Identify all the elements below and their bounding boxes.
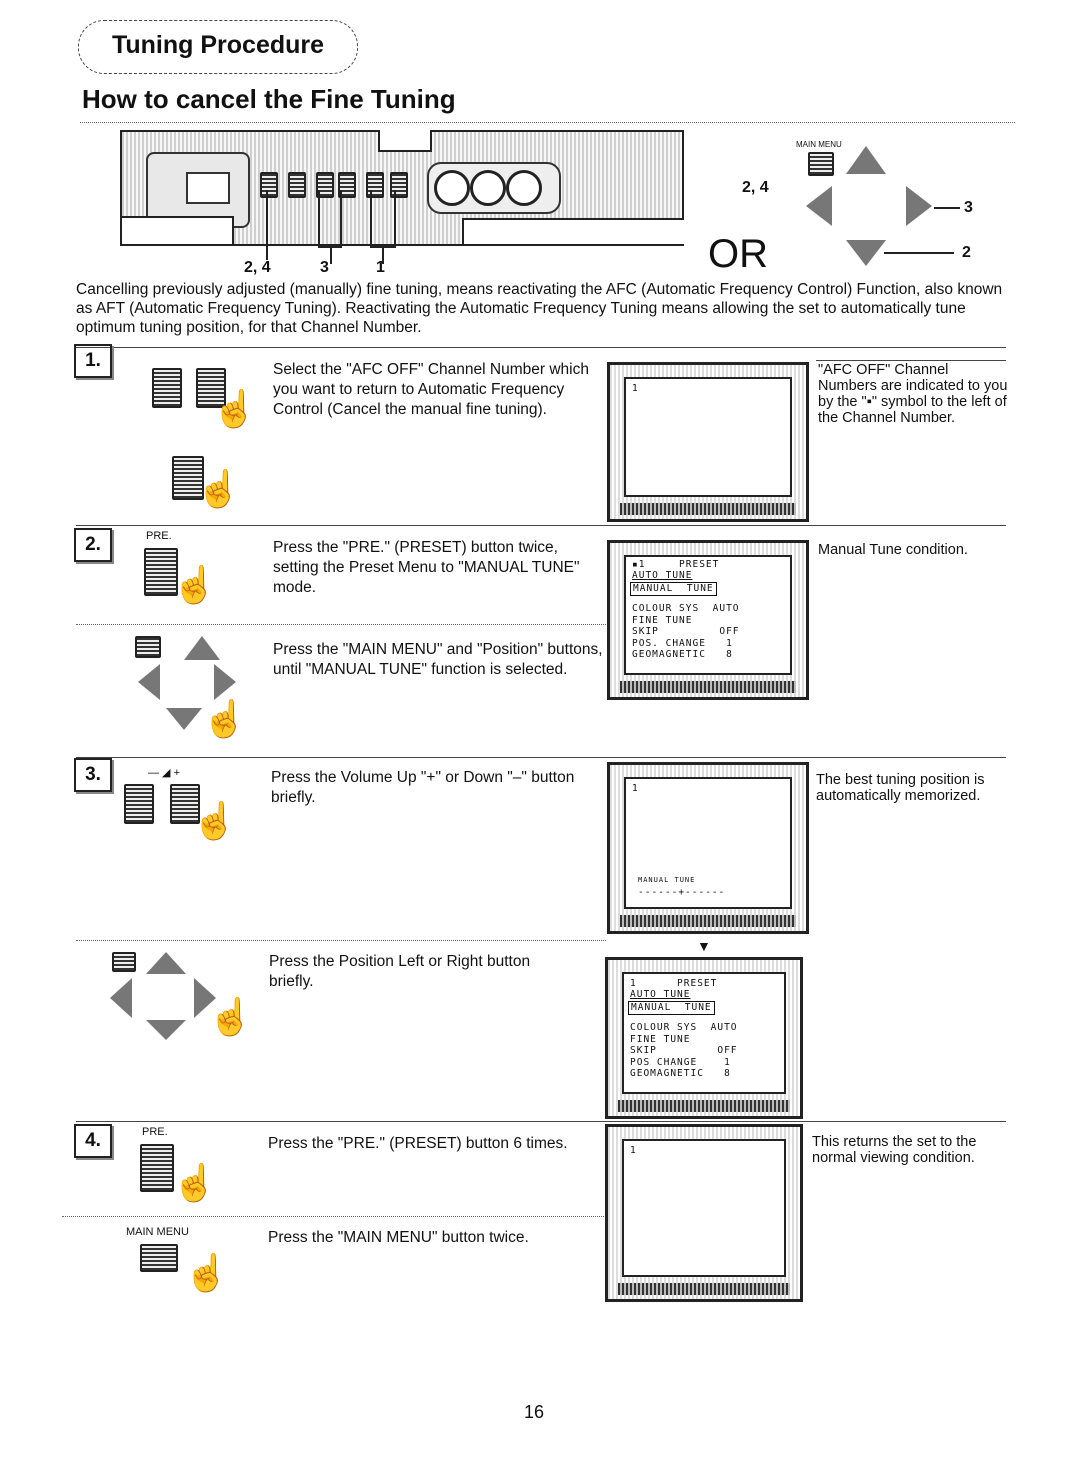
- panel-label-2-4: 2, 4: [244, 259, 271, 276]
- panel-pre-button[interactable]: [260, 172, 278, 198]
- panel-volume-down-button[interactable]: [316, 172, 334, 198]
- panel-channel-down-button[interactable]: [366, 172, 384, 198]
- step-3-text-2: Press the Position Left or Right button …: [269, 953, 531, 990]
- pre-button-label: PRE.: [146, 530, 172, 542]
- main-menu-button[interactable]: [140, 1244, 178, 1272]
- tuning-bar: ------+------: [638, 887, 726, 898]
- front-panel: [120, 130, 684, 246]
- up-arrow-icon: [184, 636, 220, 660]
- av-jack-3: [506, 170, 542, 206]
- heading-rule: [80, 122, 1015, 123]
- main-menu-button[interactable]: [135, 636, 161, 658]
- hand-pointer-icon: ☝: [208, 996, 253, 1037]
- pre-button[interactable]: [140, 1144, 174, 1192]
- pre-button-label: PRE.: [142, 1126, 168, 1138]
- step-2-number: 2.: [74, 528, 112, 562]
- up-arrow-icon[interactable]: [846, 146, 886, 174]
- page-heading: How to cancel the Fine Tuning: [82, 84, 456, 114]
- step-1-number: 1.: [74, 344, 112, 378]
- down-arrow-icon: [146, 1020, 186, 1040]
- left-arrow-icon: [138, 664, 160, 700]
- hand-pointer-icon: ☝: [192, 800, 237, 841]
- section-tag-label: Tuning Procedure: [111, 31, 325, 59]
- panel-channel-up-button[interactable]: [390, 172, 408, 198]
- left-arrow-icon[interactable]: [806, 186, 832, 226]
- panel-label-1: 1: [376, 259, 385, 276]
- channel-up-button[interactable]: [196, 368, 226, 408]
- channel-down-button[interactable]: [152, 368, 182, 408]
- step-3-note: The best tuning position is automaticall…: [816, 772, 985, 804]
- intro-text: Cancelling previously adjusted (manually…: [76, 281, 1003, 336]
- tv-screen-step-2: ▪1 PRESET AUTO TUNE MANUAL TUNE COLOUR S…: [607, 540, 809, 700]
- main-menu-button-label: MAIN MENU: [126, 1226, 189, 1238]
- panel-label-3: 3: [320, 259, 329, 276]
- tv-screen-step-4: 1: [605, 1124, 803, 1302]
- av-jack-1: [434, 170, 470, 206]
- right-arrow-icon: [214, 664, 236, 700]
- pre-button[interactable]: [144, 548, 178, 596]
- remote-label-2: 2: [962, 244, 971, 261]
- step-4-text: Press the "PRE." (PRESET) button 6 times…: [268, 1135, 568, 1152]
- right-arrow-icon[interactable]: [906, 186, 932, 226]
- hand-pointer-icon: ☝: [172, 564, 217, 605]
- step-4-note: This returns the set to the normal viewi…: [812, 1134, 977, 1166]
- hand-pointer-icon: ☝: [172, 1162, 217, 1203]
- step-2-note: Manual Tune condition.: [818, 542, 968, 558]
- tv-screen-step-3: 1 MANUAL TUNE ------+------: [607, 762, 809, 934]
- step-2-text-2: Press the "MAIN MENU" and "Position" but…: [273, 641, 603, 678]
- volume-up-button[interactable]: [170, 784, 200, 824]
- main-menu-label: MAIN MENU: [796, 140, 842, 149]
- hand-pointer-icon: ☝: [184, 1252, 229, 1293]
- hand-pointer-icon: ☝: [196, 468, 241, 509]
- panel-volume-up-button[interactable]: [338, 172, 356, 198]
- volume-down-button[interactable]: [124, 784, 154, 824]
- right-arrow-icon[interactable]: [194, 978, 216, 1018]
- down-arrow-icon[interactable]: [846, 240, 886, 266]
- section-tag: Tuning Procedure: [78, 20, 358, 74]
- tv-screen-step-1: 1: [607, 362, 809, 522]
- down-arrow-icon: [166, 708, 202, 730]
- volume-minus-plus-label: — ◢ +: [148, 767, 180, 779]
- step-4-text-2: Press the "MAIN MENU" button twice.: [268, 1229, 529, 1246]
- up-arrow-icon: [146, 952, 186, 974]
- step-2-text: Press the "PRE." (PRESET) button twice, …: [273, 539, 580, 596]
- hand-pointer-icon: ☝: [212, 388, 257, 429]
- panel-tv-button[interactable]: [288, 172, 306, 198]
- step-3-text: Press the Volume Up "+" or Down "–" butt…: [271, 769, 575, 806]
- main-menu-button[interactable]: [808, 152, 834, 176]
- remote-channel-button[interactable]: [172, 456, 204, 500]
- remote-label-2-4: 2, 4: [742, 179, 769, 196]
- tv-screen-step-3b: 1 PRESET AUTO TUNE MANUAL TUNE COLOUR SY…: [605, 957, 803, 1119]
- step-3-number: 3.: [74, 758, 112, 792]
- av-jack-2: [470, 170, 506, 206]
- left-arrow-icon[interactable]: [110, 978, 132, 1018]
- step-1-text: Select the "AFC OFF" Channel Number whic…: [273, 361, 589, 418]
- remote-label-3: 3: [964, 199, 973, 216]
- down-pointer-icon: ▼: [697, 938, 711, 954]
- step-1-note: "AFC OFF" Channel Numbers are indicated …: [818, 362, 1008, 426]
- page-number: 16: [524, 1402, 545, 1422]
- hand-pointer-icon: ☝: [202, 698, 247, 739]
- step-4-number: 4.: [74, 1124, 112, 1158]
- or-label: OR: [708, 232, 768, 276]
- main-menu-button[interactable]: [112, 952, 136, 972]
